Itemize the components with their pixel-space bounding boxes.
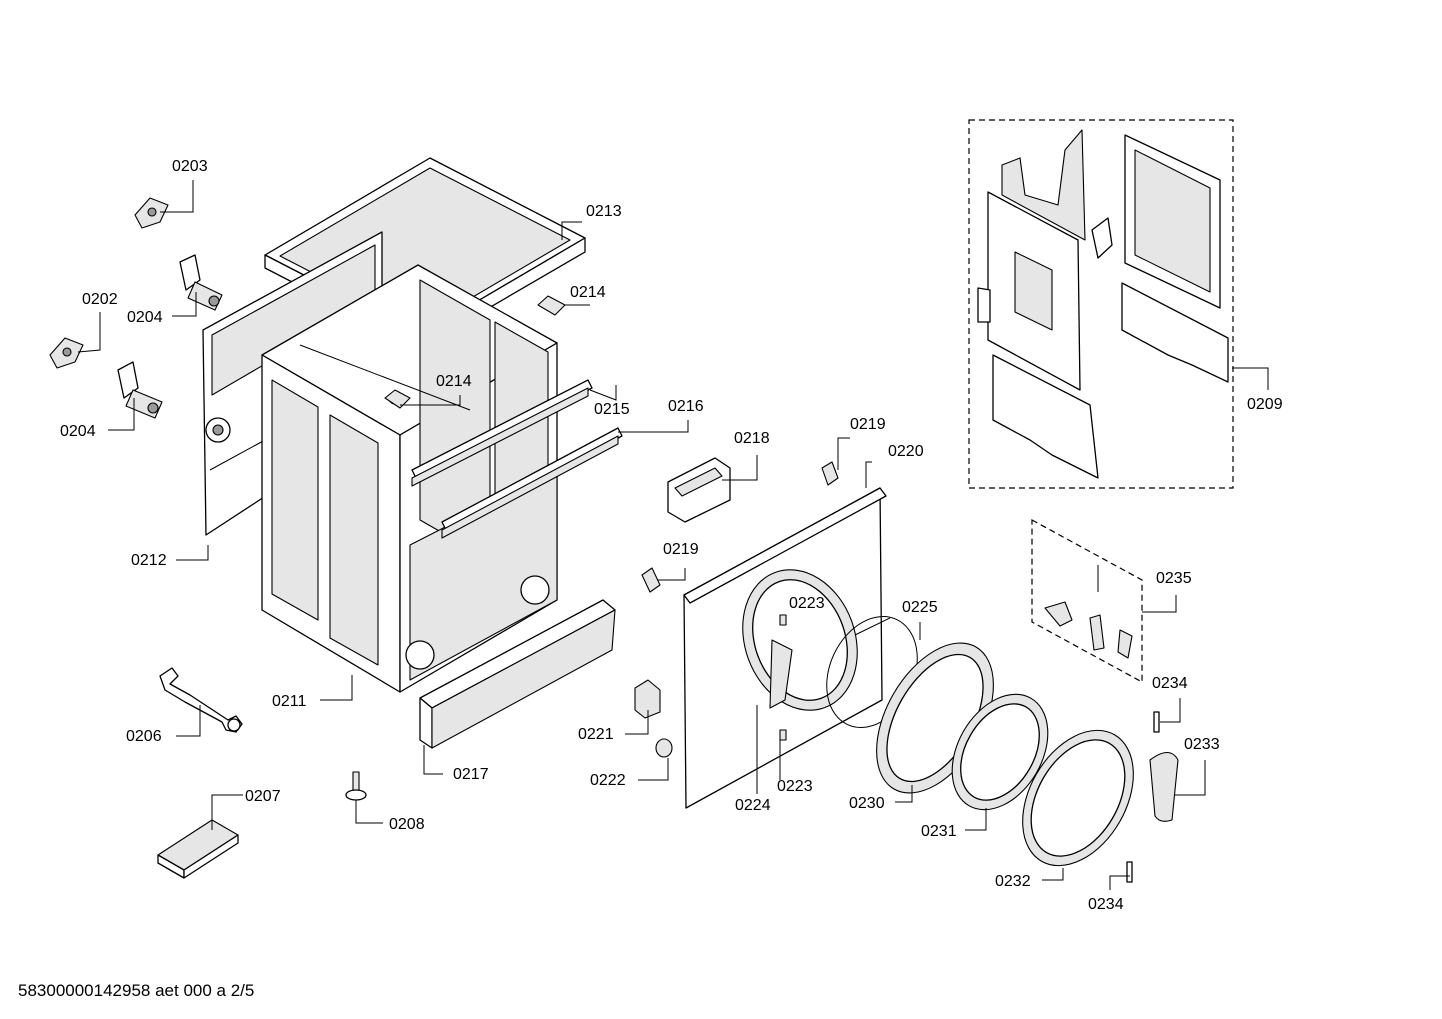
callout-0208: 0208 — [389, 816, 425, 833]
callout-0223-lower: 0223 — [777, 778, 813, 795]
callout-0206: 0206 — [126, 728, 162, 745]
document-id: 58300000142958 aet 000 a 2/5 — [18, 981, 255, 1000]
callout-0235: 0235 — [1156, 570, 1192, 587]
clip-0219b-part — [641, 567, 661, 593]
callout-0215: 0215 — [594, 401, 630, 418]
part-0221 — [634, 679, 661, 719]
callout-0225: 0225 — [902, 599, 938, 616]
callout-0204-lower: 0204 — [60, 423, 96, 440]
leader-lines — [77, 180, 1269, 890]
wrench-part — [159, 667, 243, 733]
callout-0219-lower: 0219 — [663, 541, 699, 558]
callout-0223-upper: 0223 — [789, 595, 825, 612]
callout-0234-upper: 0234 — [1152, 675, 1188, 692]
bracket-part — [157, 819, 239, 879]
callout-labels: 0203 0213 0202 0204 0214 0214 0215 0216 … — [60, 158, 1283, 913]
callout-0233: 0233 — [1184, 736, 1220, 753]
clip-0219a-part — [821, 461, 839, 486]
callout-0203: 0203 — [172, 158, 208, 175]
clip-0202-part — [49, 337, 84, 369]
front-panel-part — [683, 487, 887, 809]
callout-0234-lower: 0234 — [1088, 896, 1124, 913]
clip-0214a-part — [537, 295, 566, 316]
handle-part — [1149, 751, 1179, 822]
callout-0222: 0222 — [590, 772, 626, 789]
pin-a-part — [1153, 711, 1160, 733]
callout-0204-upper: 0204 — [127, 309, 163, 326]
callout-0211: 0211 — [272, 693, 307, 710]
cabinet-frame-part — [261, 264, 558, 693]
callout-0216: 0216 — [668, 398, 704, 415]
callout-0214-upper: 0214 — [570, 284, 606, 301]
callout-0232: 0232 — [995, 873, 1031, 890]
callout-0230: 0230 — [849, 795, 885, 812]
callout-0221: 0221 — [578, 726, 614, 743]
door-lock-part — [667, 457, 731, 523]
callout-0218: 0218 — [734, 430, 770, 447]
callout-0224: 0224 — [735, 797, 771, 814]
crossbar-parts — [411, 379, 623, 539]
clip-0214b-part — [384, 389, 411, 409]
screw-part — [345, 771, 367, 801]
foot-0204a-part — [179, 254, 223, 311]
callout-0217: 0217 — [453, 766, 489, 783]
door-glass-0231-part — [951, 693, 1049, 811]
callout-0214-lower: 0214 — [436, 373, 472, 390]
kit-0235-group — [1031, 518, 1143, 684]
insulation-kit-0209-group — [968, 119, 1234, 489]
callout-0202: 0202 — [82, 291, 118, 308]
door-frame-0232-part — [1022, 729, 1134, 867]
callout-0212: 0212 — [131, 552, 167, 569]
callout-0231: 0231 — [921, 823, 957, 840]
part-0222 — [655, 738, 673, 758]
callout-0209: 0209 — [1247, 396, 1283, 413]
clip-0203-part — [134, 197, 169, 229]
callout-0213: 0213 — [586, 203, 622, 220]
foot-0204b-part — [117, 361, 163, 419]
pin-b-part — [1126, 861, 1133, 883]
callout-0220: 0220 — [888, 443, 924, 460]
callout-0207: 0207 — [245, 788, 281, 805]
callout-0219-upper: 0219 — [850, 416, 886, 433]
plinth-part — [419, 599, 616, 749]
